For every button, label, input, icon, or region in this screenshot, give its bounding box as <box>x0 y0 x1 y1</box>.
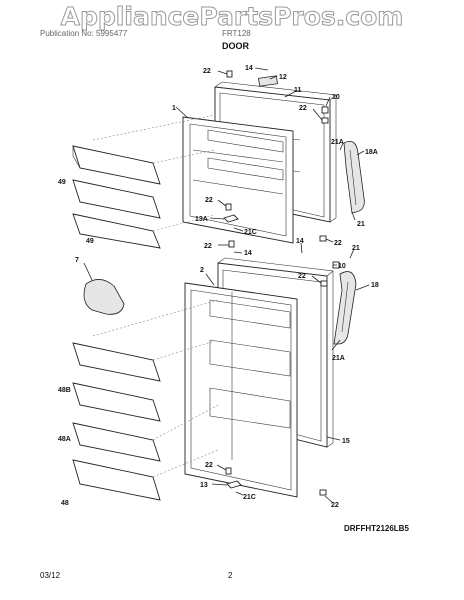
callout-14: 14 <box>296 238 304 245</box>
callout-7: 7 <box>75 257 79 264</box>
callout-48a: 48A <box>58 436 71 443</box>
callout-22: 22 <box>204 243 212 250</box>
screw-22 <box>225 203 232 211</box>
callout-22: 22 <box>299 105 307 112</box>
screw-22 <box>228 240 235 248</box>
footer-date: 03/12 <box>40 571 61 580</box>
freezer-door-gasket <box>182 116 294 244</box>
callout-21: 21 <box>352 245 360 252</box>
screw-22 <box>320 280 328 287</box>
callout-22: 22 <box>203 68 211 75</box>
screw-22 <box>321 117 329 124</box>
butter-compartment-7 <box>83 279 125 315</box>
callout-49: 49 <box>58 179 66 186</box>
callout-21c: 21C <box>243 494 256 501</box>
callout-labels: 22 14 12 11 10 22 1 21A 18A 49 22 13A 21… <box>58 65 379 509</box>
callout-2: 2 <box>200 267 204 274</box>
callout-leader-lines <box>83 67 370 504</box>
callout-49: 49 <box>86 238 94 245</box>
callout-13: 13 <box>200 482 208 489</box>
callout-10: 10 <box>338 263 346 270</box>
callout-13a: 13A <box>195 216 208 223</box>
callout-1: 1 <box>172 105 176 112</box>
section-code: FRT128 <box>222 29 251 38</box>
callout-14: 14 <box>245 65 253 72</box>
freezer-handle-cover <box>258 75 278 87</box>
publication-number: Publication No: 5995477 <box>40 29 128 38</box>
callout-21c: 21C <box>244 229 257 236</box>
screw-22 <box>226 70 233 78</box>
screw-22 <box>319 489 327 496</box>
callout-21: 21 <box>357 221 365 228</box>
hinge-13 <box>226 480 242 489</box>
callout-21a: 21A <box>332 355 345 362</box>
door-bins-49 <box>72 114 216 249</box>
callout-48b: 48B <box>58 387 71 394</box>
callout-22: 22 <box>334 240 342 247</box>
callout-15: 15 <box>342 438 350 445</box>
door-bins-48 <box>72 299 219 501</box>
callout-22: 22 <box>205 197 213 204</box>
screw-22 <box>225 467 232 475</box>
callout-18: 18 <box>371 282 379 289</box>
diagram-code: DRFFHT2126LB5 <box>344 524 409 533</box>
watermark: AppliancePartsPros.com <box>60 2 404 32</box>
callout-18a: 18A <box>365 149 378 156</box>
hinge-13a <box>223 214 239 223</box>
callout-22: 22 <box>298 273 306 280</box>
callout-48: 48 <box>61 500 69 507</box>
fresh-food-door-gasket <box>184 282 298 498</box>
callout-21a: 21A <box>331 139 344 146</box>
section-title: DOOR <box>222 41 249 51</box>
callout-12: 12 <box>279 74 287 81</box>
freezer-handle-18a <box>343 140 365 214</box>
callout-11: 11 <box>294 87 302 94</box>
callout-22: 22 <box>205 462 213 469</box>
callout-10: 10 <box>332 94 340 101</box>
footer-page-number: 2 <box>228 571 233 580</box>
screw-22 <box>319 235 327 242</box>
fresh-food-door-liner-bins <box>209 292 291 460</box>
callout-14: 14 <box>244 250 252 257</box>
cap-10 <box>321 106 329 114</box>
callout-22: 22 <box>331 502 339 509</box>
freezer-door-shelves <box>207 129 284 181</box>
